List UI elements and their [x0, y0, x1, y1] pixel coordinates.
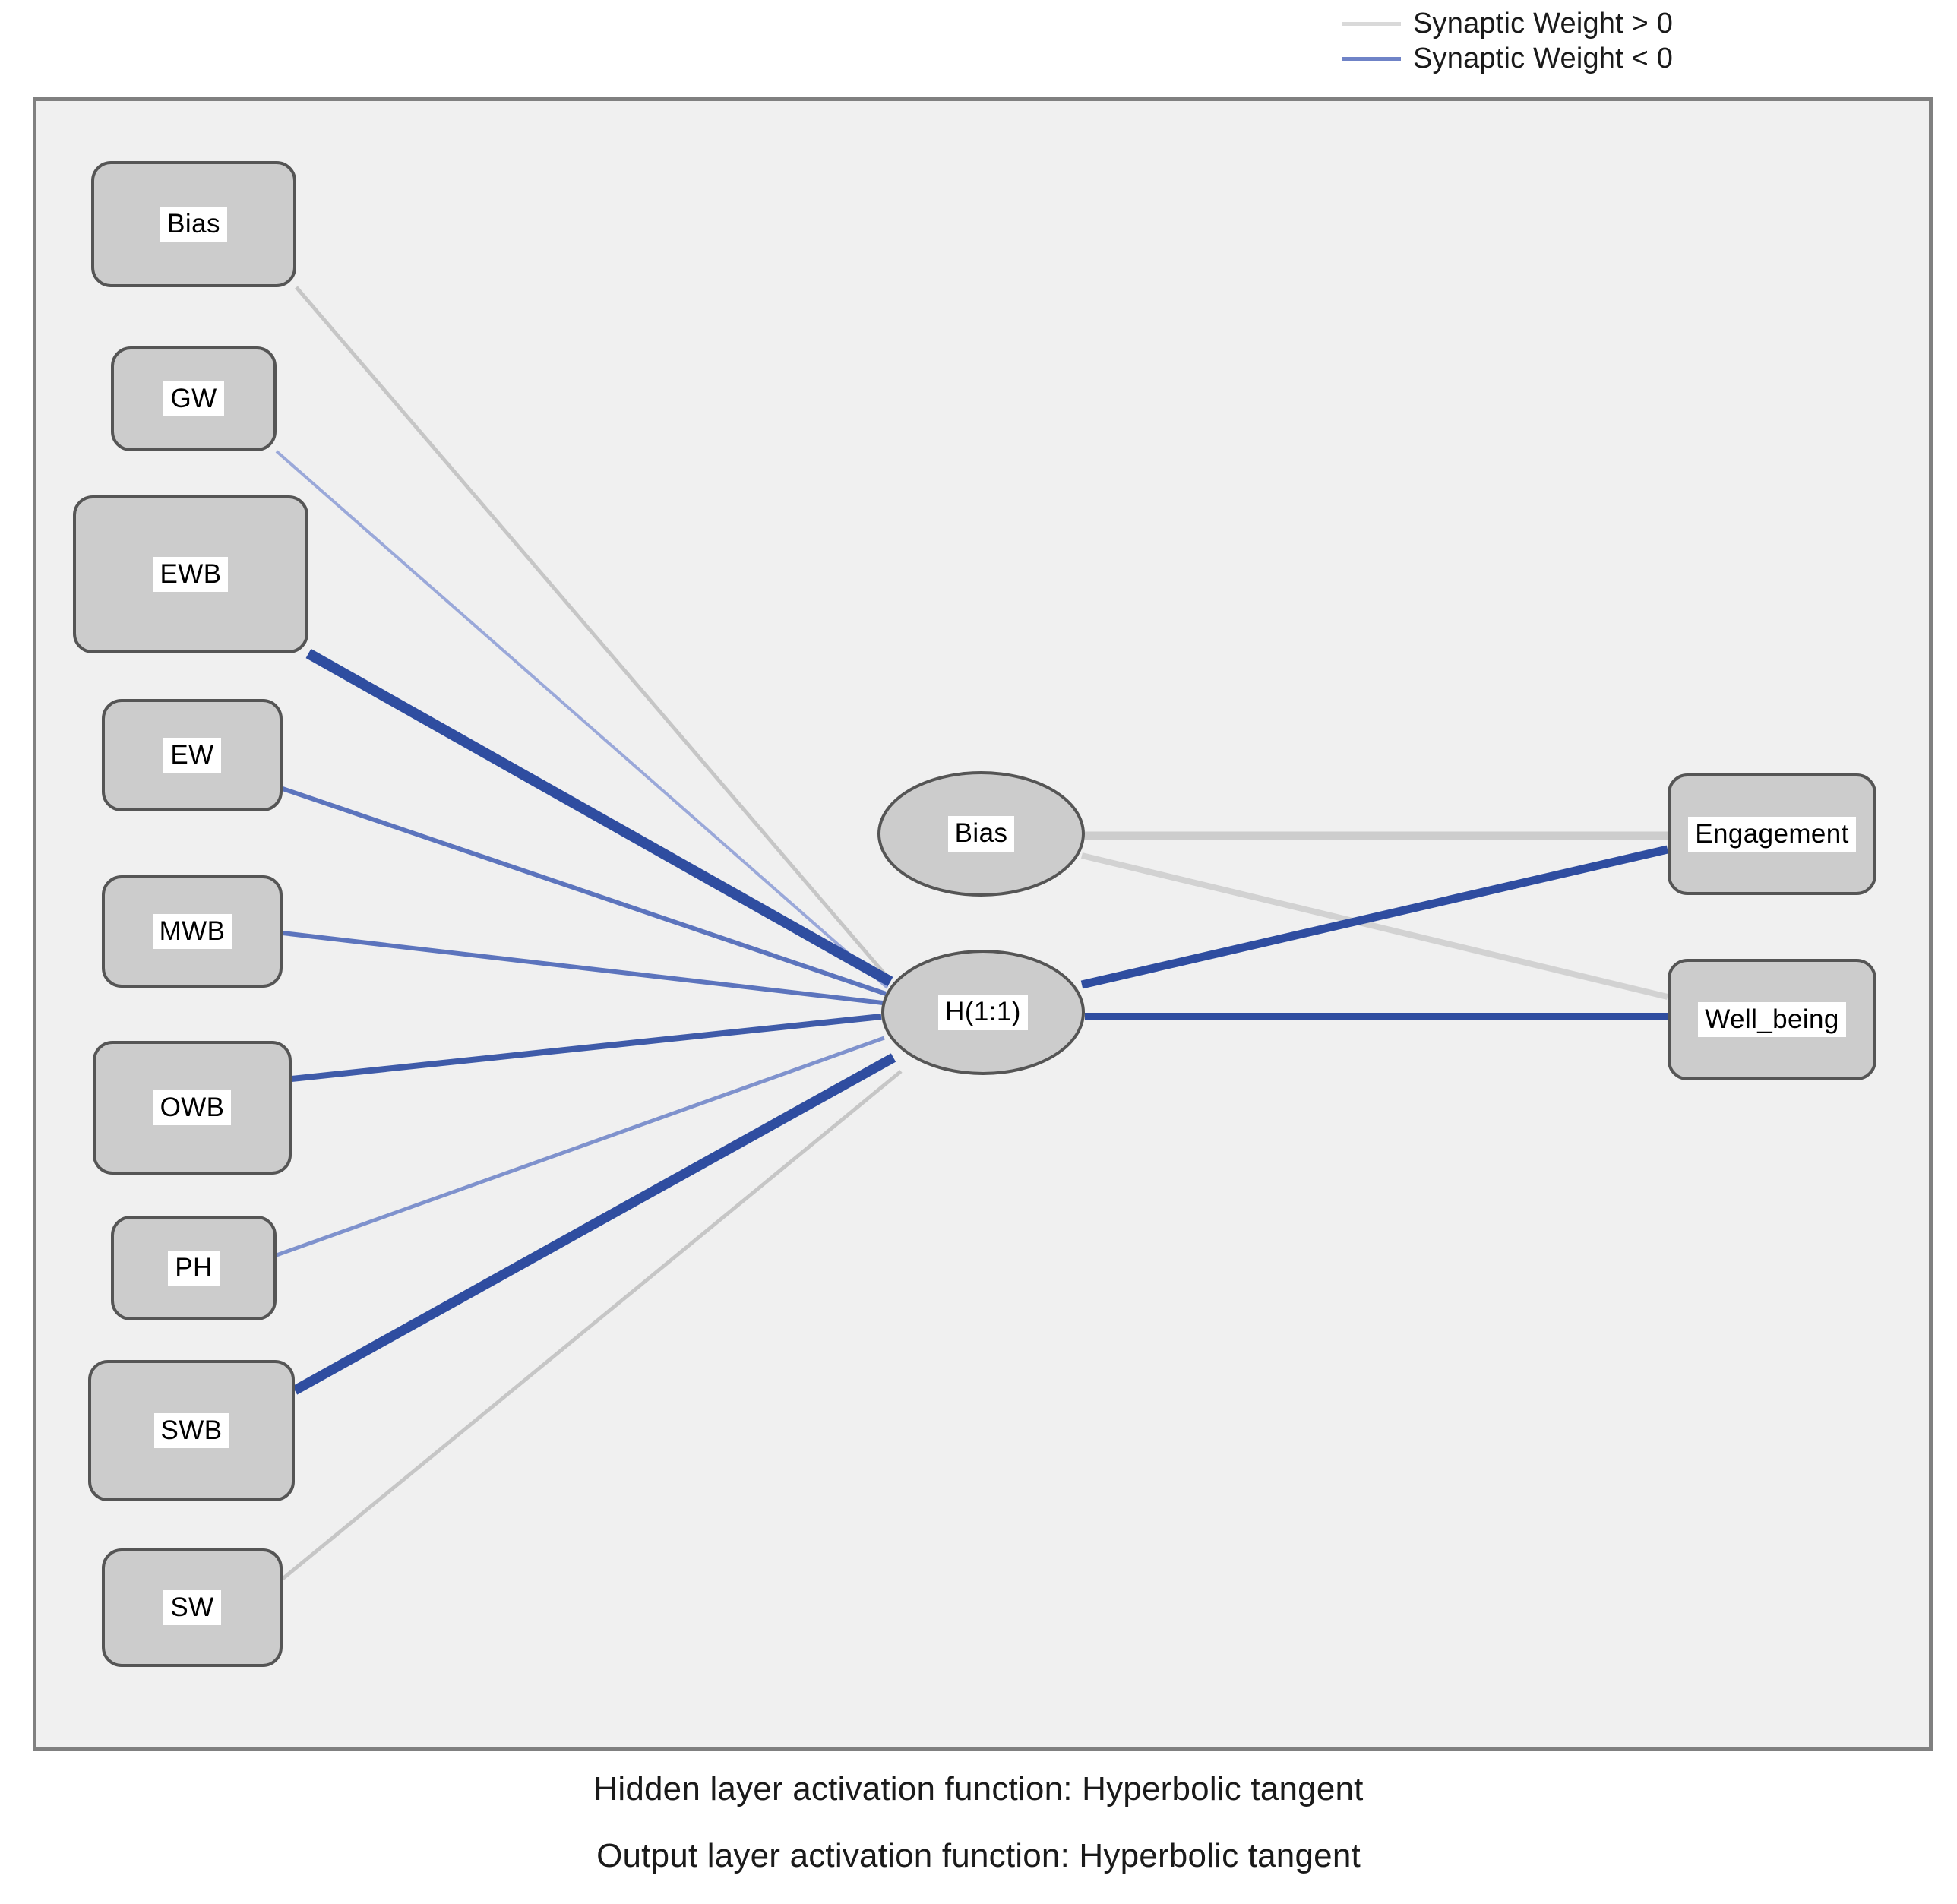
hidden-node-h11[interactable]: H(1:1)	[881, 950, 1085, 1075]
input-node-ewb[interactable]: EWB	[73, 495, 308, 653]
output-node-engagement-label: Engagement	[1688, 816, 1856, 852]
input-node-gw[interactable]: GW	[111, 346, 277, 451]
input-node-owb[interactable]: OWB	[93, 1041, 292, 1175]
output-node-engagement[interactable]: Engagement	[1668, 773, 1876, 895]
input-node-sw[interactable]: SW	[102, 1548, 283, 1667]
output-node-wellbeing-label: Well_being	[1698, 1001, 1846, 1038]
activation-function-footer: Hidden layer activation function: Hyperb…	[0, 1770, 1957, 1904]
input-node-bias[interactable]: Bias	[91, 161, 296, 287]
input-node-swb[interactable]: SWB	[88, 1360, 295, 1501]
input-node-gw-label: GW	[163, 381, 224, 417]
input-node-bias-label: Bias	[160, 206, 227, 242]
legend-label-positive: Synaptic Weight > 0	[1413, 7, 1674, 40]
hidden-activation-text: Hidden layer activation function: Hyperb…	[593, 1770, 1364, 1808]
input-node-ph[interactable]: PH	[111, 1216, 277, 1320]
hidden-node-bias-label: Bias	[947, 816, 1015, 852]
input-node-ewb-label: EWB	[153, 556, 229, 593]
input-node-ew[interactable]: EW	[102, 699, 283, 811]
input-node-ew-label: EW	[163, 737, 221, 773]
negative-weight-swatch	[1342, 56, 1401, 61]
diagram-panel	[33, 97, 1933, 1751]
input-node-ph-label: PH	[168, 1250, 220, 1286]
output-node-wellbeing[interactable]: Well_being	[1668, 959, 1876, 1080]
input-node-swb-label: SWB	[153, 1412, 229, 1449]
input-node-mwb[interactable]: MWB	[102, 875, 283, 988]
legend-item-positive: Synaptic Weight > 0	[1342, 6, 1934, 41]
legend-item-negative: Synaptic Weight < 0	[1342, 41, 1934, 76]
input-node-owb-label: OWB	[153, 1090, 232, 1126]
positive-weight-swatch	[1342, 21, 1401, 26]
legend: Synaptic Weight > 0 Synaptic Weight < 0	[1342, 6, 1934, 82]
legend-label-negative: Synaptic Weight < 0	[1413, 42, 1674, 74]
hidden-node-bias[interactable]: Bias	[877, 771, 1085, 897]
hidden-node-h11-label: H(1:1)	[938, 995, 1028, 1030]
output-activation-text: Output layer activation function: Hyperb…	[596, 1837, 1361, 1874]
input-node-sw-label: SW	[163, 1589, 221, 1626]
input-node-mwb-label: MWB	[152, 913, 232, 950]
